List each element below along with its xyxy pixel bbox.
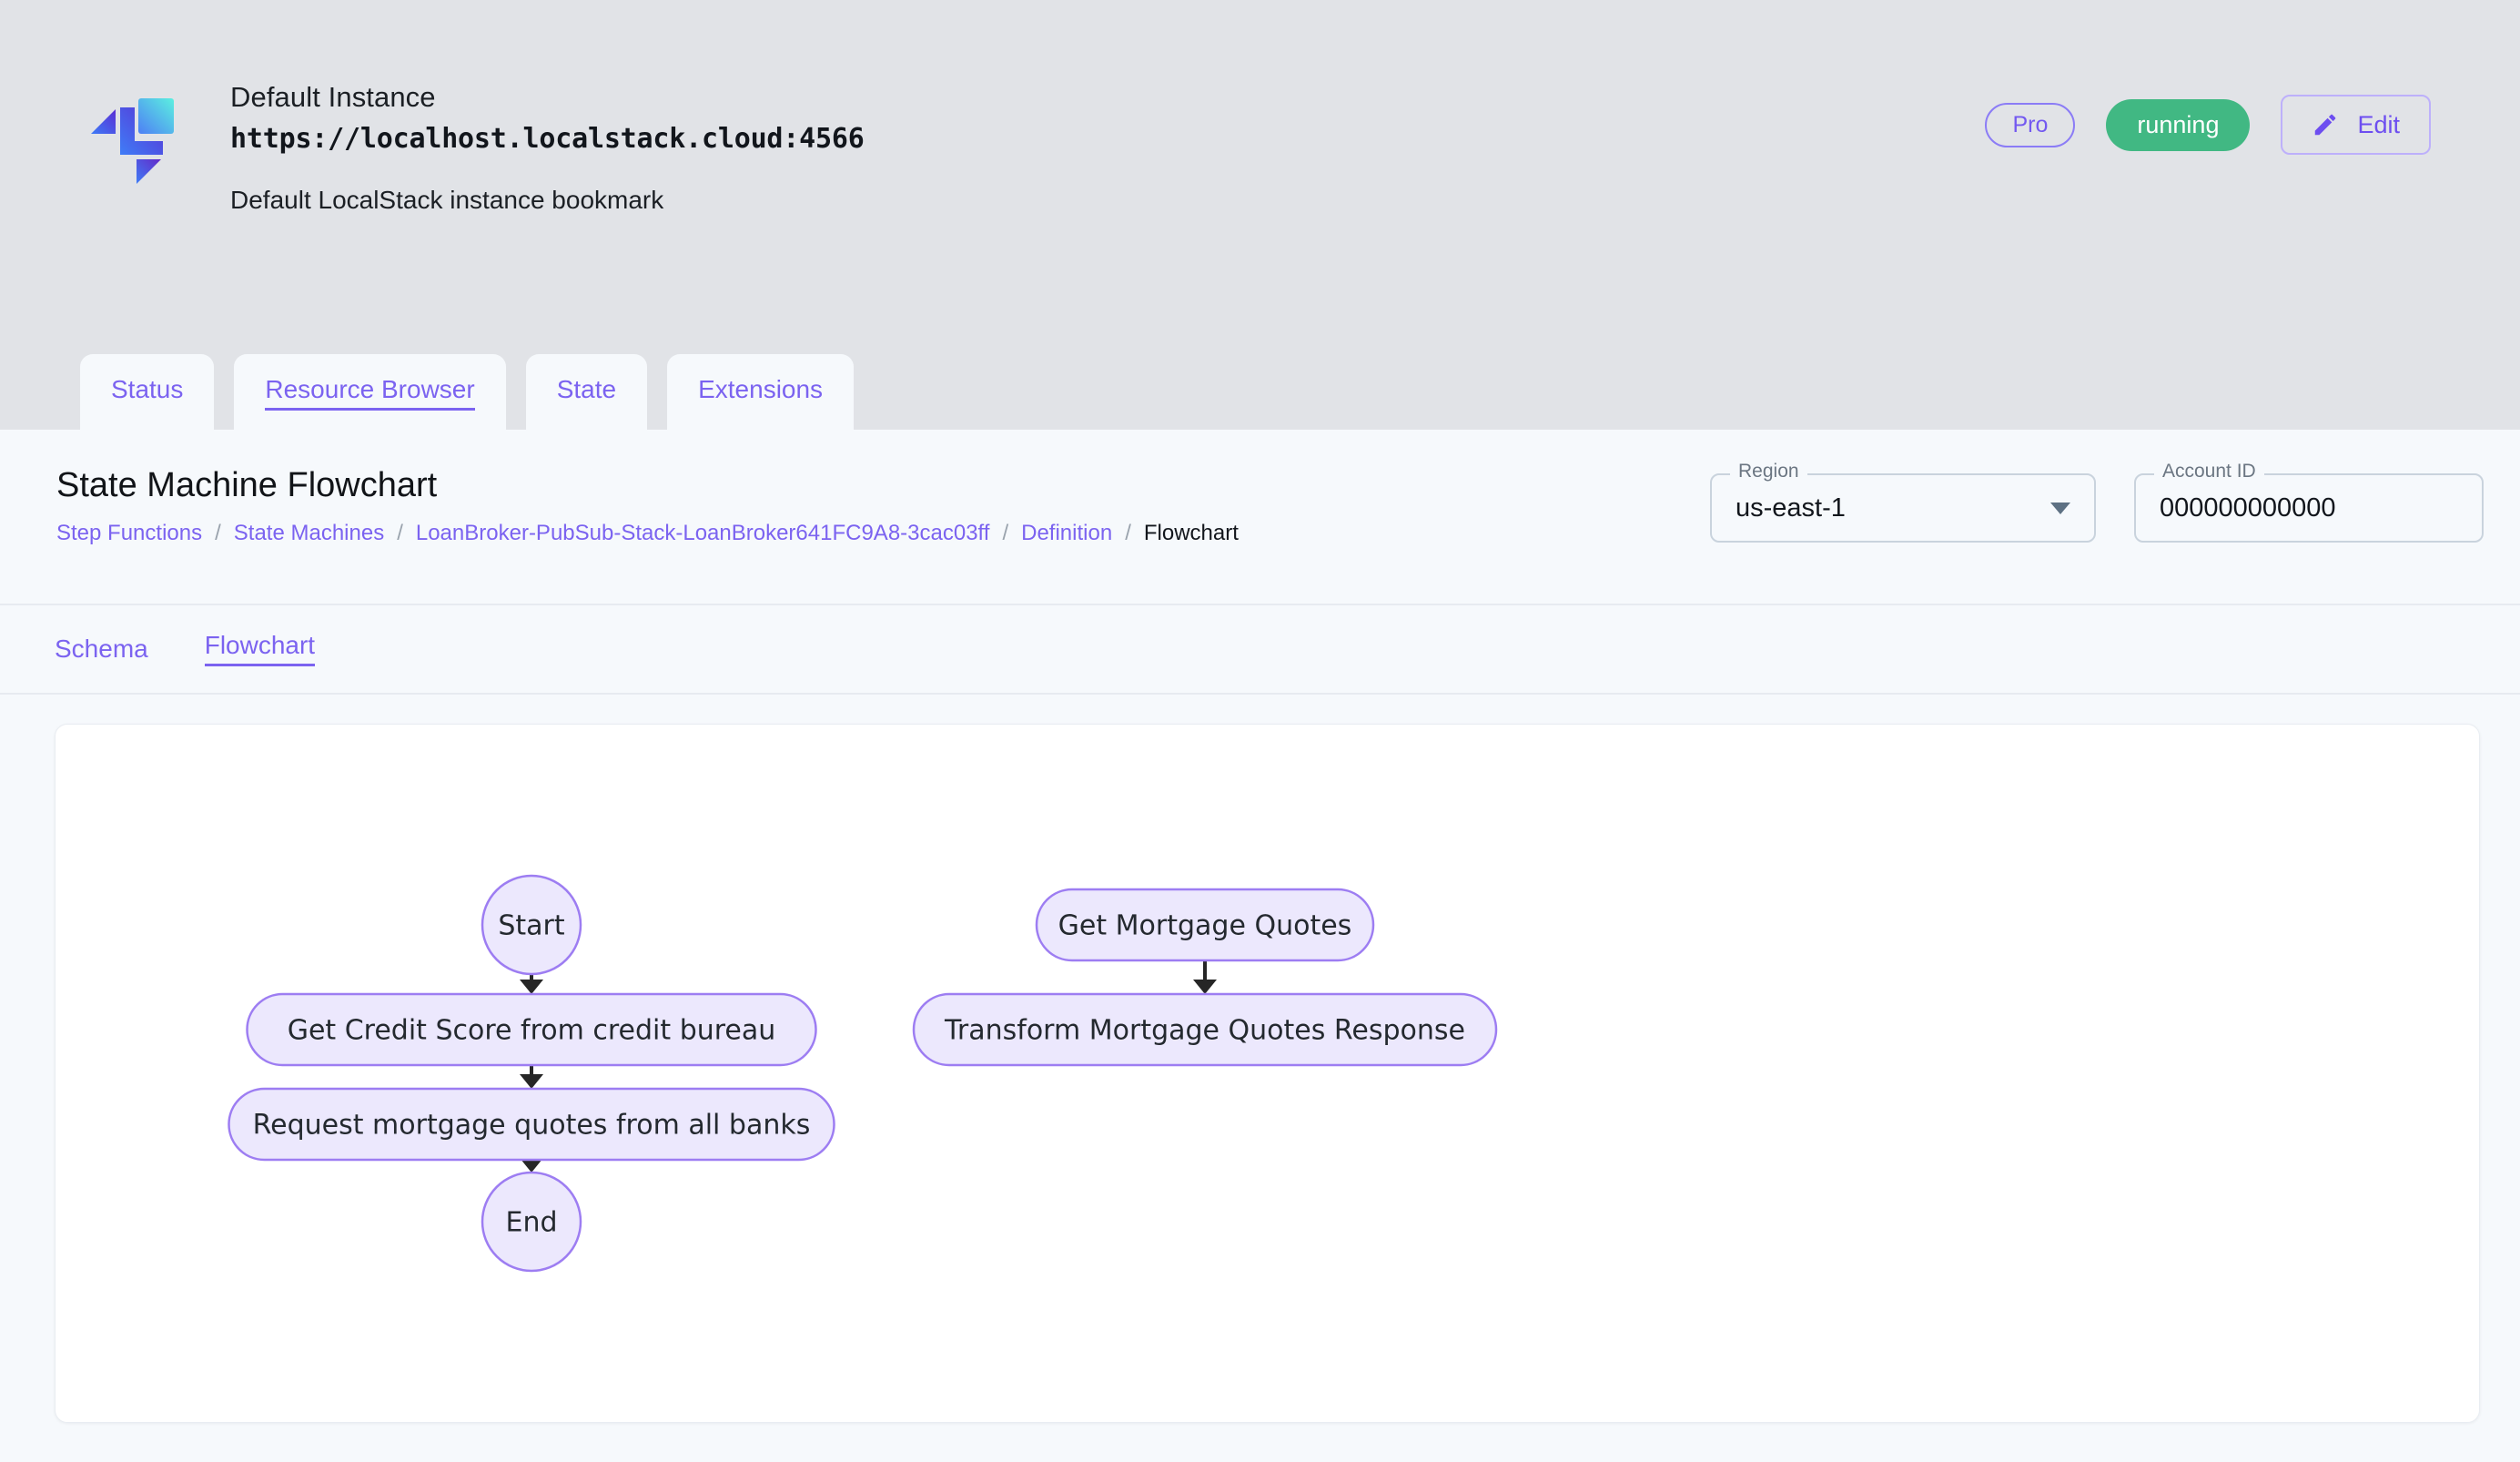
- chevron-down-icon: [2050, 502, 2070, 514]
- region-value: us-east-1: [1736, 492, 1846, 523]
- flow-node-getquotes[interactable]: Get Mortgage Quotes: [1035, 888, 1375, 962]
- region-label: Region: [1730, 462, 1807, 481]
- breadcrumb-separator: /: [1002, 521, 1009, 545]
- content-area: State Machine Flowchart Step Functions /…: [0, 430, 2520, 1462]
- instance-description: Default LocalStack instance bookmark: [230, 185, 664, 214]
- flow-node-end[interactable]: End: [481, 1171, 582, 1273]
- instance-text-block: Default Instance https://localhost.local…: [230, 80, 865, 215]
- flow-node-shape: [1035, 888, 1375, 962]
- tab-state[interactable]: State: [525, 354, 648, 430]
- account-id-field[interactable]: Account ID 000000000000: [2134, 462, 2484, 543]
- pro-badge: Pro: [1985, 102, 2076, 147]
- breadcrumb-item-state-machines[interactable]: State Machines: [233, 521, 385, 545]
- instance-header: Default Instance https://localhost.local…: [0, 0, 2520, 430]
- breadcrumb-separator: /: [1125, 521, 1131, 545]
- flow-arrowhead: [520, 1074, 543, 1089]
- breadcrumb-item-state-machine-name[interactable]: LoanBroker-PubSub-Stack-LoanBroker641FC9…: [415, 521, 990, 545]
- flow-node-start[interactable]: Start: [481, 874, 582, 976]
- edit-button[interactable]: Edit: [2281, 95, 2431, 155]
- flow-arrowhead: [520, 1158, 543, 1173]
- page-title: State Machine Flowchart: [56, 466, 438, 504]
- breadcrumb-item-flowchart: Flowchart: [1143, 521, 1239, 545]
- flow-node-shape: [246, 992, 817, 1067]
- pencil-icon: [2312, 111, 2339, 138]
- flow-node-request[interactable]: Request mortgage quotes from all banks: [228, 1087, 835, 1162]
- tab-extensions[interactable]: Extensions: [667, 354, 855, 430]
- status-badge: running: [2106, 98, 2251, 151]
- flow-arrowhead: [520, 980, 543, 994]
- flow-node-label: Transform Mortgage Quotes Response: [944, 1015, 1465, 1047]
- breadcrumb: Step Functions / State Machines / LoanBr…: [56, 521, 2520, 546]
- account-id-value: 000000000000: [2160, 492, 2336, 523]
- tab-status[interactable]: Status: [80, 354, 215, 430]
- flow-arrowhead: [1193, 980, 1217, 994]
- tab-resource-browser[interactable]: Resource Browser: [234, 354, 506, 430]
- instance-summary: Default Instance https://localhost.local…: [0, 80, 2520, 215]
- page-header: State Machine Flowchart Step Functions /…: [0, 430, 2520, 605]
- breadcrumb-separator: /: [215, 521, 221, 545]
- sub-tabs: Schema Flowchart: [0, 605, 2520, 695]
- flow-node-transform[interactable]: Transform Mortgage Quotes Response: [912, 992, 1498, 1067]
- header-fields: Region us-east-1 Account ID 000000000000: [1710, 462, 2484, 543]
- tab-label: Extensions: [698, 375, 824, 403]
- subtab-schema[interactable]: Schema: [55, 635, 148, 663]
- flow-node-label: Get Mortgage Quotes: [1058, 910, 1352, 942]
- flow-node-label: Start: [498, 910, 565, 942]
- flow-node-label: Request mortgage quotes from all banks: [253, 1110, 811, 1142]
- region-select[interactable]: Region us-east-1: [1710, 462, 2096, 543]
- flow-node-shape: [481, 1171, 582, 1273]
- tab-label: State: [556, 375, 617, 403]
- instance-name: Default Instance: [230, 81, 436, 113]
- flow-node-shape: [912, 992, 1498, 1067]
- flow-node-credit[interactable]: Get Credit Score from credit bureau: [246, 992, 817, 1067]
- instance-url: https://localhost.localstack.cloud:4566: [230, 122, 865, 155]
- tab-label: Resource Browser: [265, 375, 475, 411]
- tab-label: Status: [111, 375, 184, 403]
- breadcrumb-item-step-functions[interactable]: Step Functions: [56, 521, 203, 545]
- subtab-flowchart[interactable]: Flowchart: [204, 632, 316, 666]
- flow-node-label: End: [505, 1207, 557, 1239]
- localstack-logo: [86, 86, 185, 186]
- flow-node-shape: [228, 1087, 835, 1162]
- main-tabs: Status Resource Browser State Extensions: [0, 354, 855, 430]
- edit-button-label: Edit: [2357, 110, 2400, 138]
- account-id-label: Account ID: [2154, 462, 2264, 481]
- breadcrumb-separator: /: [397, 521, 403, 545]
- flow-node-shape: [481, 874, 582, 976]
- header-actions: Pro running Edit: [1985, 95, 2431, 155]
- breadcrumb-item-definition[interactable]: Definition: [1021, 521, 1113, 545]
- flow-node-label: Get Credit Score from credit bureau: [288, 1015, 776, 1047]
